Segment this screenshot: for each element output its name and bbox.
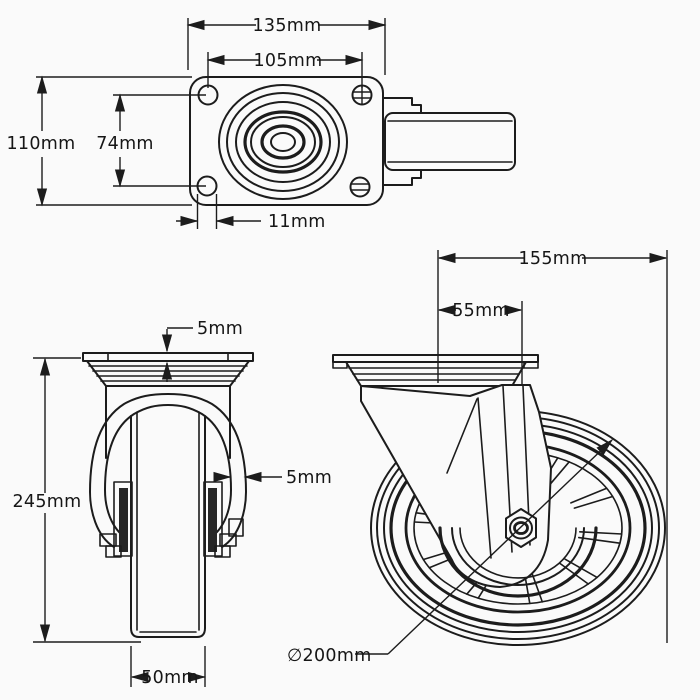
bolt-screw-bottom-right <box>349 176 371 198</box>
dimension-plate-length: 135mm <box>186 16 387 75</box>
bolt-screw-top-right <box>351 84 373 106</box>
dimension-plate-thickness: 5mm <box>161 319 243 382</box>
wheel-front-view <box>130 411 206 638</box>
plate-side-outline <box>332 354 539 363</box>
dimension-bolt-hole: 11mm <box>176 194 326 232</box>
dim-label-bolt-hole: 11mm <box>268 212 326 232</box>
dim-label-overall-length: 155mm <box>519 249 588 269</box>
fork-bracket-bottom <box>382 169 422 186</box>
dimension-plate-width: 110mm <box>7 75 192 207</box>
front-view <box>82 352 254 638</box>
dim-label-wheel-diameter: ∅200mm <box>287 646 372 666</box>
axle-hardware-front <box>99 481 244 558</box>
dimension-swivel-offset: 55mm <box>437 301 523 384</box>
top-view <box>189 76 516 206</box>
dimension-overall-height: 245mm <box>13 357 141 643</box>
fork-bracket-top <box>382 97 422 114</box>
dimension-bolt-spacing-y: 74mm <box>96 93 206 188</box>
yoke-outer-curve <box>89 393 247 548</box>
dim-label-plate-thickness: 5mm <box>197 319 243 339</box>
dim-label-plate-width: 110mm <box>7 134 76 154</box>
fork-side-view <box>360 384 598 598</box>
dim-label-wheel-width: 50mm <box>141 668 199 688</box>
dim-label-bolt-spacing-x: 105mm <box>254 51 323 71</box>
fork-housing-front <box>89 385 247 548</box>
dimension-bolt-spacing-x: 105mm <box>206 51 364 88</box>
hub-boss-ring <box>438 526 598 598</box>
dim-label-plate-length: 135mm <box>253 16 322 36</box>
dimension-leg-thickness: 5mm <box>213 468 332 488</box>
dim-label-swivel-offset: 55mm <box>452 301 510 321</box>
axle-end-tab <box>228 518 244 537</box>
yoke-inner-curve <box>104 404 232 539</box>
swivel-bearing-rings <box>218 84 348 200</box>
dim-label-bolt-spacing-y: 74mm <box>96 134 154 154</box>
dimensions: 135mm 105mm 110mm 74mm 1 <box>7 16 668 688</box>
dim-label-overall-height: 245mm <box>13 492 82 512</box>
dimension-overall-length: 155mm <box>437 249 668 643</box>
dimension-wheel-width: 50mm <box>130 646 207 688</box>
plate-front-outline <box>82 352 254 362</box>
wheel-top-view <box>382 97 516 186</box>
swivel-neck-side <box>345 361 527 387</box>
dimension-wheel-diameter: ∅200mm <box>287 438 614 666</box>
swivel-neck-front <box>86 360 250 387</box>
dim-label-leg-thickness: 5mm <box>286 468 332 488</box>
side-view <box>332 354 666 646</box>
mounting-plate-outline <box>189 76 384 206</box>
axle-hex-nut <box>505 508 537 548</box>
